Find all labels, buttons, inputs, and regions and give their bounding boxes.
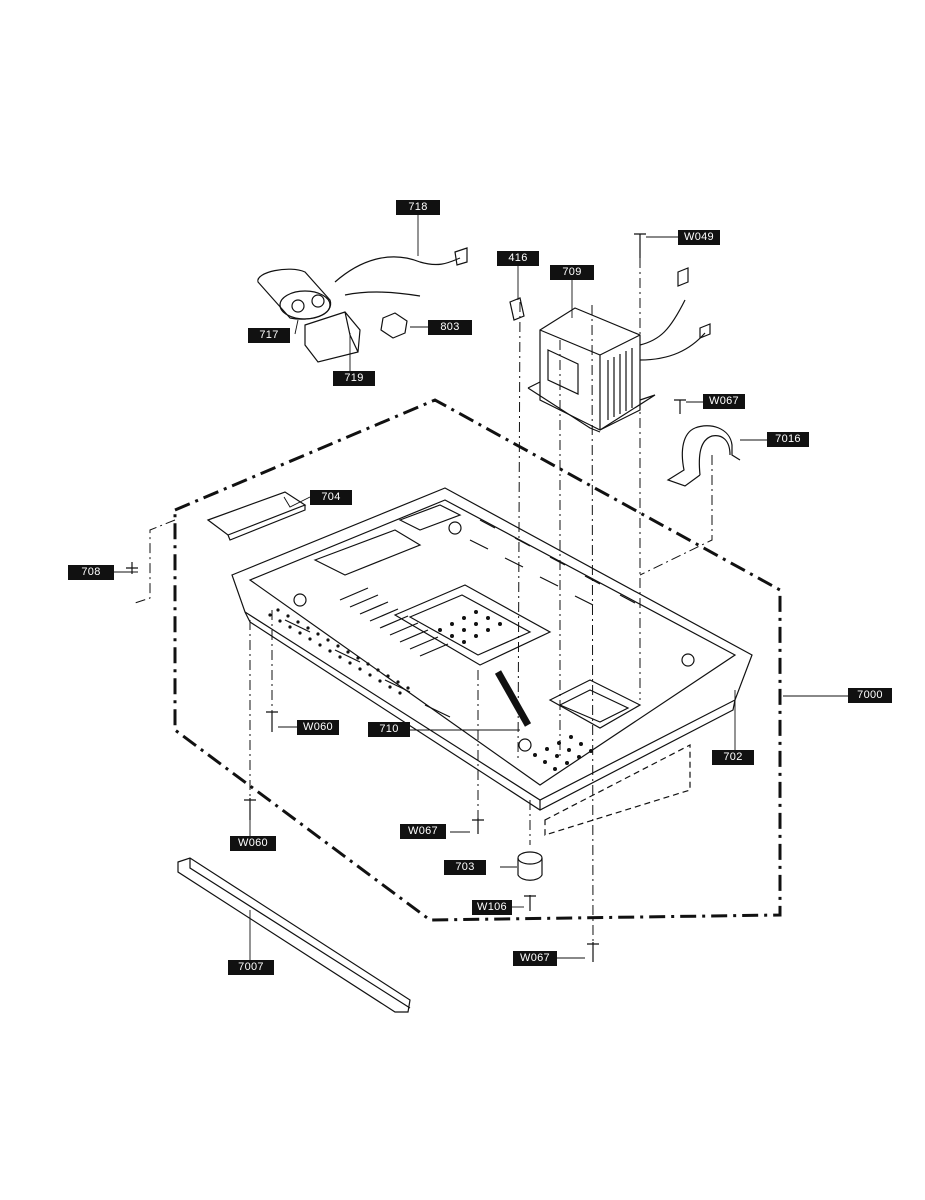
assembly-boundary-outline [173,398,782,922]
label-709: 709 [550,265,594,280]
label-703: 703 [444,860,486,875]
label-708: 708 [68,565,114,580]
perforation-pattern [268,608,593,771]
part-7007-strip [177,857,411,1013]
label-w067-mid: W067 [400,824,446,839]
label-717: 717 [248,328,290,343]
part-416-switch [509,297,525,321]
label-7000: 7000 [848,688,892,703]
label-w049: W049 [678,230,720,245]
part-709-transformer [527,267,711,433]
label-704: 704 [310,490,352,505]
label-710: 710 [368,722,410,737]
label-718: 718 [396,200,440,215]
part-719-insulator [304,311,361,363]
part-7016-clamp [666,425,741,487]
label-803: 803 [428,320,472,335]
label-w106: W106 [472,900,512,915]
label-702: 702 [712,750,754,765]
part-704-cover-plate [206,491,307,536]
label-7016: 7016 [767,432,809,447]
label-7007: 7007 [228,960,274,975]
part-803-fuse [380,312,408,339]
part-718-harness [334,256,461,297]
part-710-bar [494,670,532,727]
label-416: 416 [497,251,539,266]
leader-lines [114,214,848,963]
label-w067-top: W067 [703,394,745,409]
label-w060-mid: W060 [297,720,339,735]
part-703-foot [517,851,543,881]
part-717-capacitor [257,268,332,320]
label-w060-low: W060 [230,836,276,851]
alignment-lines [131,258,713,943]
base-plate-outline [231,487,753,836]
label-719: 719 [333,371,375,386]
label-w067-bot: W067 [513,951,557,966]
screw-icons [126,233,686,962]
